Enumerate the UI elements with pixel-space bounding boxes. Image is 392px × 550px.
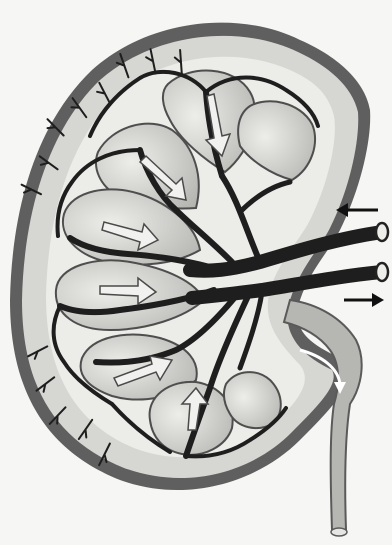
artery-opening: [376, 223, 388, 241]
vein-opening: [376, 263, 388, 281]
ureter-opening: [331, 528, 347, 536]
